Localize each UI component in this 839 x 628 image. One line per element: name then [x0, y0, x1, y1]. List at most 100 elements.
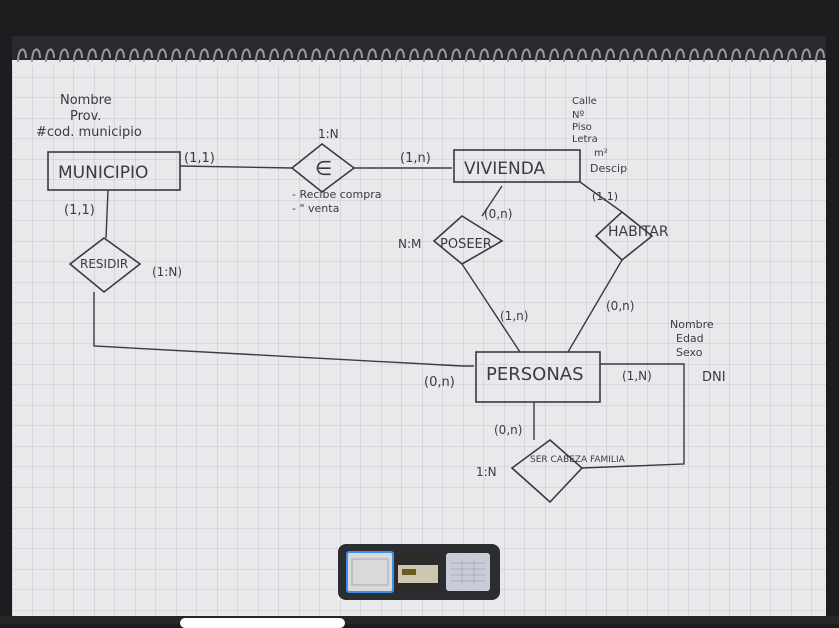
svg-text:Descip: Descip [590, 162, 627, 175]
spiral-ring [199, 48, 209, 63]
spiral-ring [283, 48, 293, 63]
thumbnail-photo-3[interactable] [446, 553, 490, 591]
entity-vivienda: VIVIENDA [464, 159, 546, 179]
spiral-ring [213, 48, 223, 63]
spiral-ring [633, 48, 643, 63]
spiral-ring [759, 48, 769, 63]
entity-personas: PERSONAS [486, 364, 584, 385]
entity-vivienda-box [453, 149, 581, 183]
spiral-ring [437, 48, 447, 63]
spiral-ring [73, 48, 83, 63]
spiral-ring [339, 48, 349, 63]
svg-text:(0,n): (0,n) [494, 423, 522, 437]
svg-text:Nº: Nº [572, 110, 584, 121]
spiral-ring [101, 48, 111, 63]
spiral-ring [241, 48, 251, 63]
spiral-ring [675, 48, 685, 63]
spiral-ring [423, 48, 433, 63]
entity-personas-box [475, 351, 601, 403]
spiral-ring [297, 48, 307, 63]
spiral-ring [731, 48, 741, 63]
search-pill[interactable] [180, 618, 345, 628]
svg-text:(1:N): (1:N) [152, 265, 182, 279]
spiral-ring [465, 48, 475, 63]
spiral-ring [129, 48, 139, 63]
svg-text:(0,n): (0,n) [424, 375, 455, 390]
svg-text:(0,n): (0,n) [484, 207, 512, 221]
spiral-ring [801, 48, 811, 63]
svg-text:Calle: Calle [572, 96, 597, 107]
svg-text:- Recibe compra: - Recibe compra [292, 188, 381, 201]
spiral-ring [703, 48, 713, 63]
thumbnail-photo-2[interactable] [396, 553, 440, 591]
spiral-ring [661, 48, 671, 63]
relation-pertenece: ∈ [315, 156, 332, 180]
spiral-ring [157, 48, 167, 63]
spiral-ring [395, 48, 405, 63]
svg-text:(0,n): (0,n) [606, 299, 634, 313]
spiral-ring [185, 48, 195, 63]
cardinality-labels: (1,1) 1:N (1,n) (1,1) (1:N) N:M (0,n) (1… [64, 127, 652, 479]
spiral-ring [647, 48, 657, 63]
spiral-ring [577, 48, 587, 63]
svg-text:(1,N): (1,N) [622, 369, 652, 383]
spiral-ring [381, 48, 391, 63]
spiral-ring [507, 48, 517, 63]
spiral-ring [745, 48, 755, 63]
spiral-ring [591, 48, 601, 63]
svg-text:(1,1): (1,1) [592, 190, 618, 203]
attributes-personas: Nombre Edad Sexo DNI [670, 318, 726, 385]
spiral-ring [619, 48, 629, 63]
spiral-ring [59, 48, 69, 63]
spiral-ring [227, 48, 237, 63]
relation-pertenece-diamond [290, 142, 356, 194]
svg-text:(1,n): (1,n) [400, 151, 431, 166]
spiral-ring [353, 48, 363, 63]
spiral-binding [12, 36, 826, 63]
spiral-ring [45, 48, 55, 63]
svg-text:Piso: Piso [572, 122, 592, 133]
svg-text:m²: m² [594, 148, 608, 159]
relation-cabeza-diamond [510, 438, 584, 504]
relation-residir: RESIDIR [80, 257, 128, 271]
relation-notes: - Recibe compra - " venta [292, 188, 381, 215]
spiral-ring [689, 48, 699, 63]
svg-text:Nombre: Nombre [670, 318, 714, 331]
spiral-ring [143, 48, 153, 63]
spiral-ring [815, 48, 825, 63]
svg-text:(1,1): (1,1) [184, 151, 215, 166]
spiral-ring [325, 48, 335, 63]
spiral-ring [255, 48, 265, 63]
attributes-vivienda: Calle Nº Piso Letra m² Descip [572, 96, 627, 175]
spiral-ring [451, 48, 461, 63]
svg-text:(1,n): (1,n) [500, 309, 528, 323]
spiral-ring [17, 48, 27, 63]
relation-poseer: POSEER [440, 237, 492, 252]
spiral-ring [269, 48, 279, 63]
spiral-ring [773, 48, 783, 63]
svg-text:#cod. municipio: #cod. municipio [36, 125, 142, 140]
taskbar [0, 616, 839, 624]
relation-residir-diamond [68, 237, 142, 294]
spiral-ring [605, 48, 615, 63]
relation-cabeza: SER CABEZA FAMILIA [530, 455, 626, 465]
spiral-ring [87, 48, 97, 63]
spiral-ring [717, 48, 727, 63]
connector-lines [93, 165, 685, 469]
svg-text:1:N: 1:N [476, 465, 497, 479]
thumbnail-strip [338, 544, 500, 600]
entity-municipio-box [47, 151, 181, 191]
thumbnail-photo-1[interactable] [346, 551, 394, 593]
entity-municipio: MUNICIPIO [58, 163, 148, 183]
spiral-ring [787, 48, 797, 63]
attributes-municipio: Nombre Prov. #cod. municipio [36, 93, 142, 140]
spiral-ring [549, 48, 559, 63]
spiral-ring [479, 48, 489, 63]
svg-text:1:N: 1:N [318, 127, 339, 141]
spiral-ring [311, 48, 321, 63]
spiral-ring [367, 48, 377, 63]
svg-text:DNI: DNI [702, 370, 726, 385]
svg-text:(1,1): (1,1) [64, 203, 95, 218]
svg-text:Prov.: Prov. [70, 109, 101, 124]
